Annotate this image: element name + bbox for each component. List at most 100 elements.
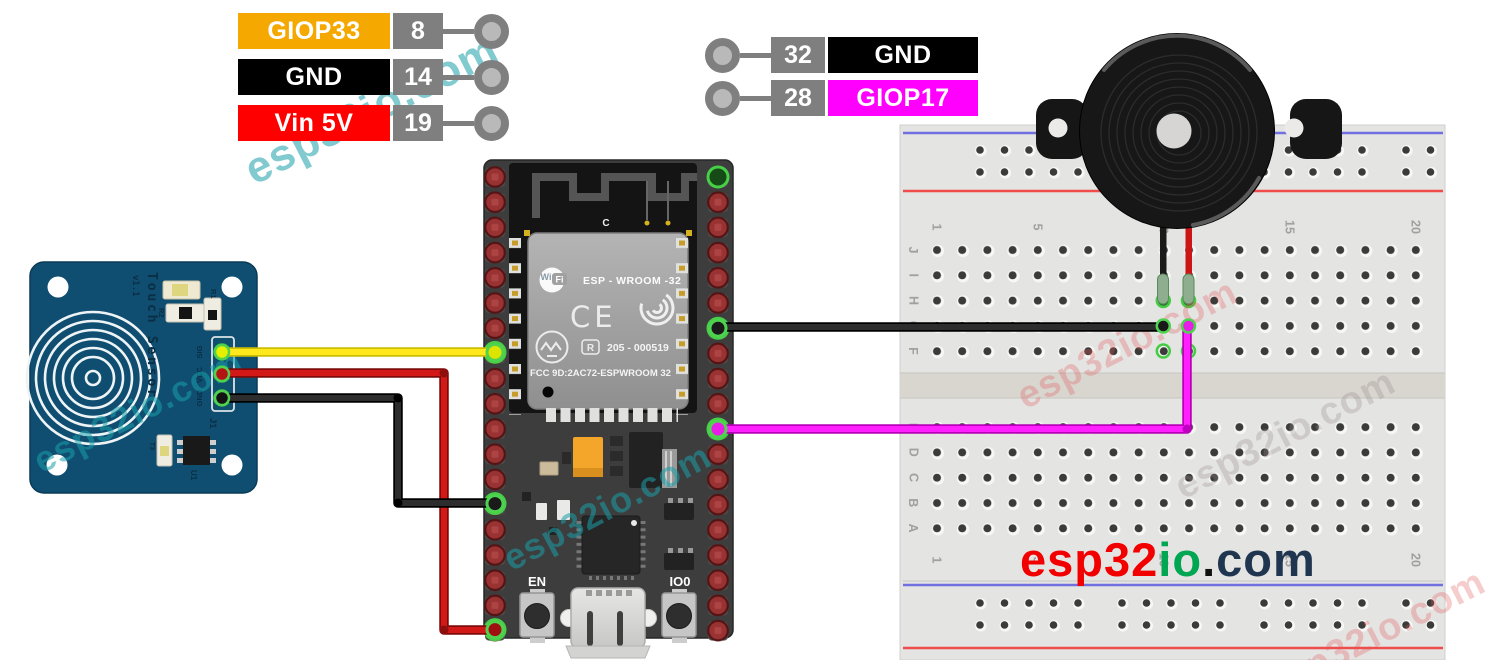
row-label: B — [906, 498, 920, 507]
col-label: 5 — [1030, 557, 1044, 564]
ref-j1: J1 — [207, 418, 218, 429]
col-label: 10 — [1156, 553, 1170, 567]
logo-esp32: esp32 — [1020, 533, 1158, 586]
right-pin-header — [707, 164, 729, 644]
io0-button-label: IO0 — [670, 574, 691, 589]
grid-holes-upper — [924, 237, 1429, 364]
buzzer-leads — [1155, 195, 1197, 309]
row-label: H — [907, 296, 921, 305]
module-pads-bottom — [546, 408, 678, 423]
wire-black-ground — [219, 393, 501, 508]
ref-u1: U1 — [189, 470, 198, 481]
callout-stem — [443, 28, 474, 34]
callout-ring — [474, 59, 509, 95]
logo-io: io — [1158, 533, 1202, 586]
wire-endpoints — [213, 318, 1197, 640]
sensor-title: Touch Sensor — [144, 272, 160, 400]
espressif-logo — [639, 290, 675, 326]
pin-label-gnd: GND — [195, 389, 204, 406]
connected-hole-ring — [1155, 343, 1172, 359]
column-labels-bottom: 1 5 10 15 20 — [930, 553, 1423, 567]
micro-usb-connector — [560, 587, 657, 659]
pin-label-vcc: VCC — [195, 367, 204, 383]
ce-mark: CE — [570, 300, 617, 334]
fcc-id-text: FCC 9D:2AC72-ESPWROOM 32 — [530, 368, 671, 379]
vin-label: Vin 5V — [238, 105, 390, 141]
col-label: 1 — [930, 224, 944, 231]
grid-holes-lower — [924, 414, 1429, 541]
module-name: ESP - WROOM -32 — [583, 275, 681, 287]
pin-number: 32 — [771, 37, 825, 73]
antenna-label: C — [602, 218, 609, 229]
buzzer-mount-ear-right — [1290, 99, 1342, 159]
pin-callouts-right: 32 GND 28 GIOP17 — [705, 37, 978, 116]
callout-ring — [474, 105, 509, 141]
ic-u1 — [183, 436, 210, 465]
row-label: C — [907, 473, 921, 482]
logo-com: com — [1216, 533, 1316, 586]
sensor-version: v1.1 — [130, 275, 140, 297]
pin-callout: GIOP33 8 — [238, 13, 509, 49]
gpio-label: GIOP17 — [828, 80, 978, 116]
row-label: D — [906, 448, 920, 457]
pin1-dot — [542, 386, 554, 398]
callout-stem — [740, 52, 771, 58]
col-label: 1 — [930, 557, 944, 564]
buzzer-lead-negative — [1160, 195, 1167, 280]
io0-button[interactable] — [661, 589, 697, 643]
module-pads-left — [509, 238, 522, 415]
gnd-label: GND — [828, 37, 978, 73]
pin-callouts-left: GIOP33 8 GND 14 Vin 5V 19 — [238, 13, 509, 141]
brand-logo: esp32io.com — [1020, 533, 1316, 586]
callout-ring — [705, 37, 740, 73]
buzzer-sound-hole — [1156, 113, 1192, 149]
pin-number: 14 — [393, 59, 443, 95]
board-components — [522, 432, 694, 580]
wire-magenta-signal — [714, 322, 1192, 434]
mounting-holes — [46, 276, 243, 476]
buzzer-ear-hole — [1284, 118, 1304, 138]
callout-ring — [474, 13, 509, 49]
col-label: 20 — [1408, 553, 1422, 567]
module-print: Wi Fi ESP - WROOM -32 CE R 205 - 000519 … — [530, 267, 681, 398]
piezo-buzzer — [1036, 33, 1342, 229]
en-button[interactable] — [519, 589, 555, 643]
pin-number: 8 — [393, 13, 443, 49]
antenna-trace — [532, 173, 697, 218]
wifi-logo-wi: Wi — [541, 272, 552, 282]
pin-callout: Vin 5V 19 — [238, 105, 509, 141]
mic-logo — [535, 330, 569, 364]
pin-callout: 32 GND — [705, 37, 978, 73]
led-die — [172, 284, 188, 296]
ref-t3: T3 — [148, 442, 155, 450]
pin-label-sig: SIG — [195, 345, 204, 358]
ref-r2: R2 — [157, 308, 166, 318]
col-label: 20 — [1408, 220, 1422, 234]
wire-bends — [393, 368, 1192, 635]
callout-stem — [443, 120, 474, 126]
row-label: A — [906, 523, 920, 532]
row-label: I — [906, 274, 920, 277]
wifi-logo-fi: Fi — [556, 275, 564, 285]
row-label: J — [906, 247, 920, 254]
pin-callout: GND 14 — [238, 59, 509, 95]
callout-ring — [705, 80, 740, 116]
callout-stem — [740, 95, 771, 101]
module-pads-right — [676, 238, 689, 415]
buzzer-grooves — [1100, 54, 1258, 212]
pin-number: 19 — [393, 105, 443, 141]
capacitor — [573, 437, 603, 477]
col-label: 5 — [1030, 224, 1044, 231]
left-pin-header — [484, 164, 506, 644]
center-groove — [900, 373, 1445, 398]
rail-holes-bottom — [968, 592, 1438, 636]
sensor-components: R1 R2 T3 U1 — [148, 280, 222, 481]
registration-number: 205 - 000519 — [607, 342, 669, 354]
pin-callout: 28 GIOP17 — [705, 80, 978, 116]
esp32-chip — [581, 515, 641, 575]
gnd-label: GND — [238, 59, 390, 95]
